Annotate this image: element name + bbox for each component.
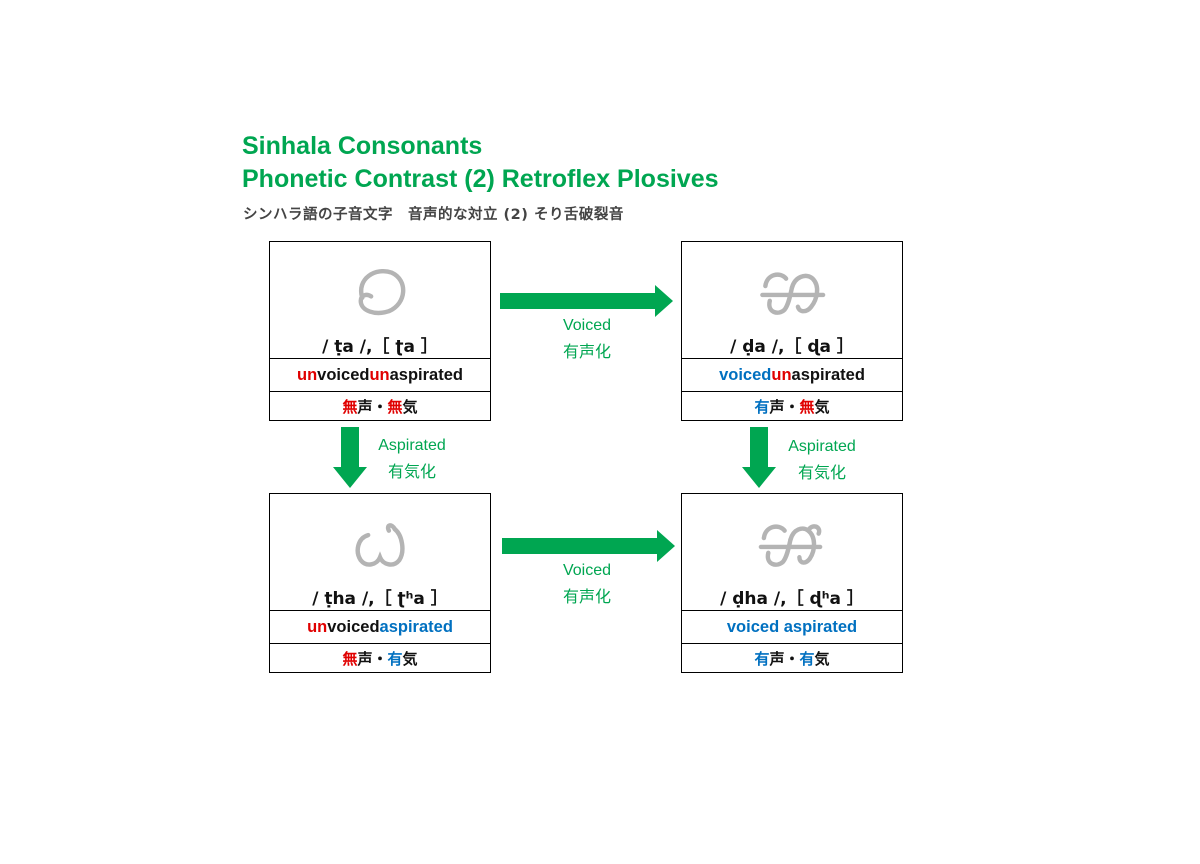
title-line-2: Phonetic Contrast (2) Retroflex Plosives [242, 165, 719, 193]
phonetic-transcription: / ṭa /,［ ʈa ］ [322, 337, 438, 357]
feature-label-en: voiced aspirated [682, 610, 902, 644]
feature-label-jp: 無声・有気 [270, 643, 490, 672]
card-dha: / ḍha /,［ ɖʰa ］ voiced aspirated 有声・有気 [681, 493, 903, 673]
arrow-label-aspirated-right: Aspirated 有気化 [788, 438, 856, 482]
sinhala-letter-tta-icon [270, 246, 490, 332]
arrow-label-voiced-top: Voiced 有声化 [562, 317, 612, 361]
arrow-down-icon [742, 427, 776, 488]
arrow-right-icon [500, 285, 673, 317]
feature-label-jp: 無声・無気 [270, 391, 490, 420]
arrow-label-voiced-bottom: Voiced 有声化 [562, 562, 612, 606]
subtitle: シンハラ語の子音文字 音声的な対立 (2) そり舌破裂音 [243, 207, 624, 223]
sinhala-letter-dda-icon [682, 246, 902, 332]
sinhala-letter-ttha-icon [270, 498, 490, 584]
arrow-right-icon [502, 530, 675, 562]
arrow-label-aspirated-left: Aspirated 有気化 [378, 437, 446, 481]
phonetic-transcription: / ṭha /,［ ʈʰa ］ [312, 589, 448, 609]
phonetic-transcription: / ḍha /,［ ɖʰa ］ [720, 589, 864, 609]
arrow-down-icon [333, 427, 367, 488]
feature-label-jp: 有声・無気 [682, 391, 902, 420]
phonetic-transcription: / ḍa /,［ ɖa ］ [730, 337, 854, 357]
feature-label-jp: 有声・有気 [682, 643, 902, 672]
title-line-1: Sinhala Consonants [242, 132, 483, 160]
sinhala-letter-ddha-icon [682, 498, 902, 584]
